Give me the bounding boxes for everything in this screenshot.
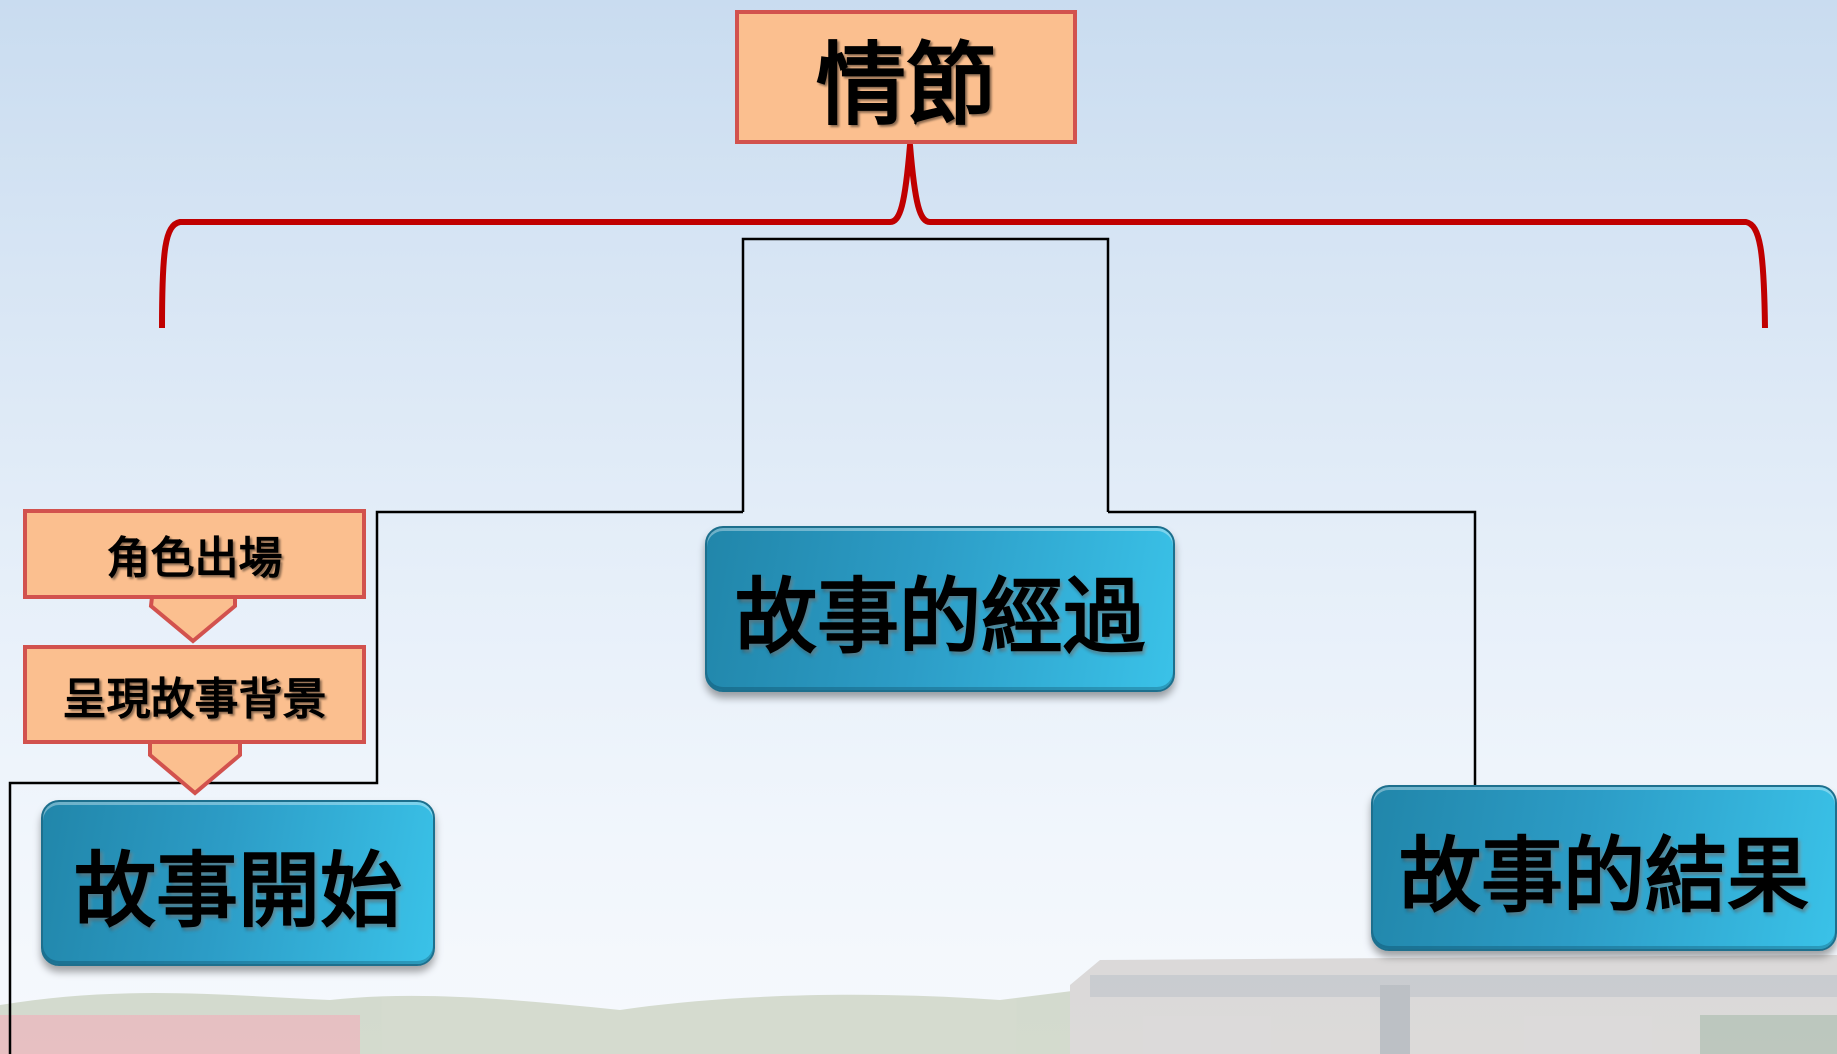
connector-middle (741, 237, 1110, 512)
branch-box-end: 故事的結果 (1371, 785, 1837, 951)
branch-label: 故事開始 (73, 843, 402, 939)
background-scenery (0, 955, 1837, 1054)
step-label: 呈現故事背景 (62, 673, 327, 725)
branch-box-start: 故事開始 (41, 800, 435, 966)
branch-label: 故事的結果 (1398, 828, 1809, 924)
connector-right (1108, 510, 1477, 785)
connector-lines (8, 237, 1477, 1054)
step-box-characters: 角色出場 (23, 509, 366, 599)
branch-box-middle: 故事的經過 (705, 526, 1175, 692)
title-label: 情節 (816, 33, 996, 138)
branch-label: 故事的經過 (734, 569, 1145, 665)
down-arrow-icon (148, 740, 242, 796)
step-label: 角色出場 (106, 533, 283, 584)
red-brace (159, 142, 1768, 329)
down-arrow-icon (148, 595, 237, 644)
step-box-background: 呈現故事背景 (23, 645, 366, 744)
connector-left (8, 510, 743, 1054)
title-box: 情節 (735, 10, 1077, 144)
